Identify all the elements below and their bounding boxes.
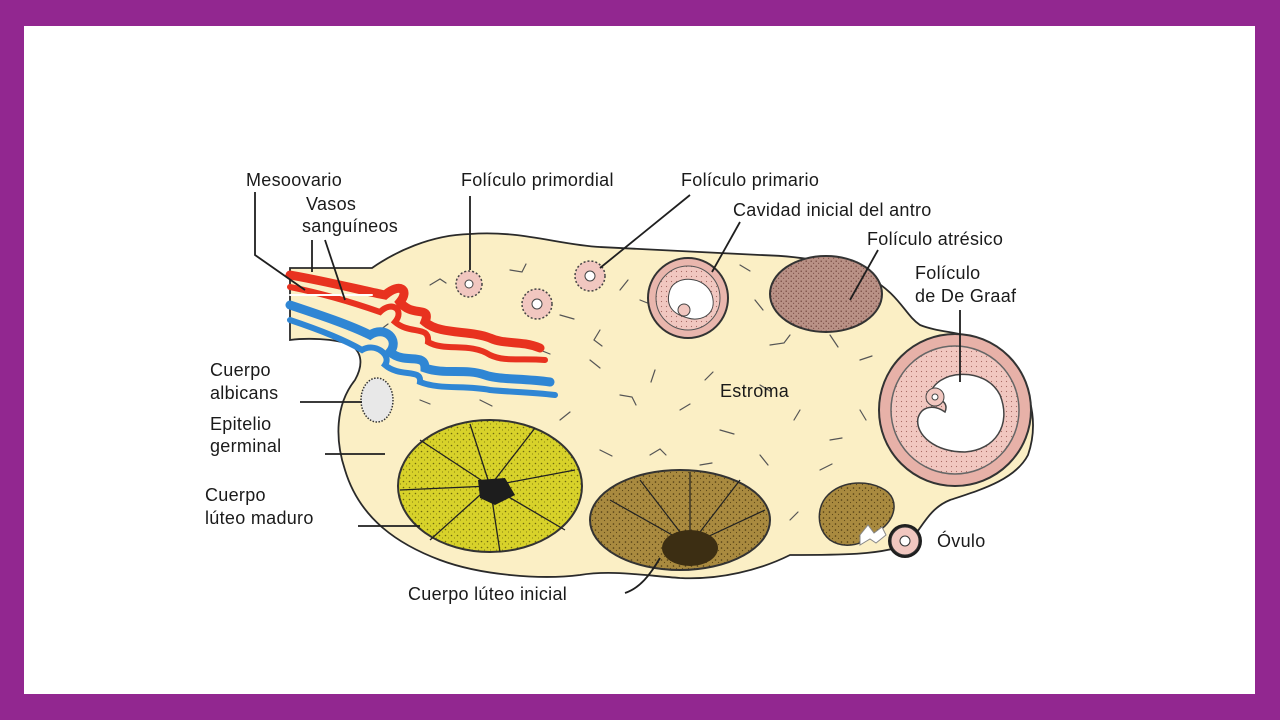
ovum <box>888 524 922 558</box>
label-estroma: Estroma <box>720 381 790 401</box>
label-foliculo-primordial: Folículo primordial <box>461 170 614 190</box>
label-ovulo: Óvulo <box>937 530 986 551</box>
label-albicans-line2: albicans <box>210 383 278 403</box>
corpus-albicans <box>360 377 394 423</box>
mature-corpus-luteum <box>397 419 583 553</box>
label-albicans-line1: Cuerpo <box>210 360 271 380</box>
label-mesoovario: Mesoovario <box>246 170 342 190</box>
early-antral-follicle <box>647 257 729 339</box>
label-graaf-line1: Folículo <box>915 263 980 283</box>
label-epitelio-line1: Epitelio <box>210 414 271 434</box>
label-luteo-maduro-line1: Cuerpo <box>205 485 266 505</box>
label-cavidad-antro: Cavidad inicial del antro <box>733 200 932 220</box>
label-vasos-line2: sanguíneos <box>302 216 398 236</box>
label-vasos-line1: Vasos <box>306 194 356 214</box>
label-epitelio-line2: germinal <box>210 436 281 456</box>
rupturing-follicle <box>818 482 895 546</box>
label-luteo-inicial: Cuerpo lúteo inicial <box>408 584 567 604</box>
label-foliculo-atresico: Folículo atrésico <box>867 229 1003 249</box>
initial-corpus-luteum <box>589 469 771 571</box>
primordial-follicles <box>455 260 606 320</box>
label-foliculo-primario: Folículo primario <box>681 170 819 190</box>
leader-lines <box>254 192 961 594</box>
label-graaf-line2: de De Graaf <box>915 286 1017 306</box>
label-luteo-maduro-line2: lúteo maduro <box>205 508 314 528</box>
atretic-follicle <box>769 255 883 333</box>
graafian-follicle <box>878 333 1032 487</box>
blood-vessels <box>285 270 558 398</box>
